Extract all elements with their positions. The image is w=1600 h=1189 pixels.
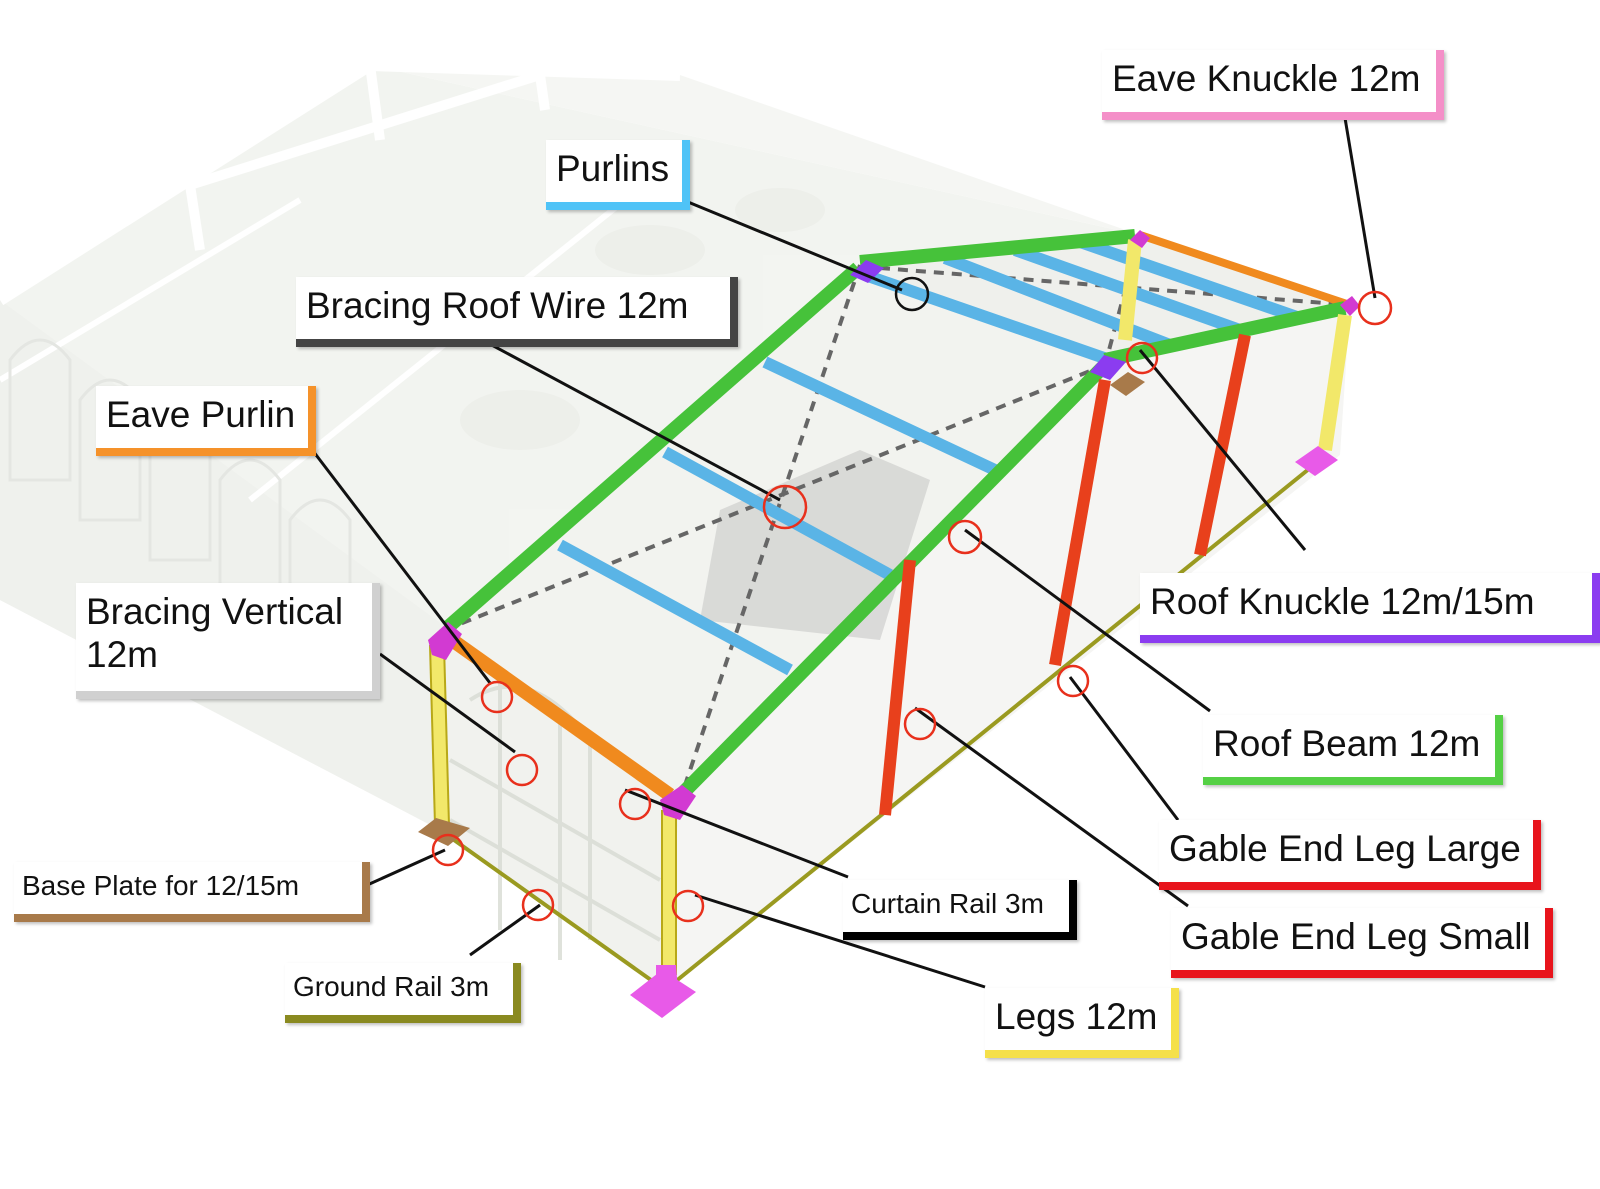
- callout-roof-knuckle: [1125, 341, 1159, 375]
- label-base-plate-text: Base Plate for 12/15m: [22, 870, 300, 901]
- base-plates: [418, 372, 1338, 1018]
- label-bracing-roof-wire-text: Bracing Roof Wire 12m: [306, 285, 689, 326]
- label-ground-rail-text: Ground Rail 3m: [293, 971, 490, 1002]
- label-legs: Legs 12m: [985, 988, 1179, 1058]
- knuckles: [428, 230, 1360, 820]
- label-ground-rail: Ground Rail 3m: [285, 963, 521, 1023]
- leg-outlines: [429, 644, 677, 975]
- label-gable-end-leg-large: Gable End Leg Large: [1159, 820, 1541, 890]
- label-eave-purlin: Eave Purlin: [96, 386, 316, 456]
- callout-roof-beam: [947, 519, 983, 555]
- label-eave-knuckle-text: Eave Knuckle 12m: [1112, 58, 1421, 99]
- label-purlins-text: Purlins: [556, 148, 670, 189]
- label-eave-knuckle: Eave Knuckle 12m: [1102, 50, 1444, 120]
- callout-bracing-vertical: [505, 753, 539, 787]
- callout-base-plate: [431, 833, 465, 867]
- label-bracing-vertical: Bracing Vertical 12m: [76, 583, 380, 699]
- callout-bracing-roof-wire: [762, 484, 808, 530]
- callout-circles: [431, 276, 1393, 923]
- label-gable-end-leg-small: Gable End Leg Small: [1171, 908, 1553, 978]
- label-roof-knuckle-text: Roof Knuckle 12m/15m: [1150, 581, 1535, 622]
- label-bracing-roof-wire: Bracing Roof Wire 12m: [296, 277, 738, 347]
- callout-eave-knuckle: [1357, 290, 1393, 326]
- callout-gable-end-leg-small: [903, 707, 937, 741]
- eave-purlin-rear: [1138, 231, 1352, 309]
- callout-legs: [671, 889, 705, 923]
- label-curtain-rail-text: Curtain Rail 3m: [851, 888, 1044, 919]
- label-legs-text: Legs 12m: [995, 996, 1158, 1037]
- label-roof-beam: Roof Beam 12m: [1203, 715, 1503, 785]
- label-curtain-rail: Curtain Rail 3m: [843, 880, 1077, 940]
- callout-gable-end-leg-large: [1056, 664, 1090, 698]
- label-eave-purlin-text: Eave Purlin: [106, 394, 296, 435]
- callout-ground-rail: [521, 888, 555, 922]
- label-base-plate: Base Plate for 12/15m: [14, 862, 370, 922]
- gable-end-legs: [879, 333, 1251, 816]
- roof-beams: [442, 229, 1347, 803]
- label-roof-beam-text: Roof Beam 12m: [1213, 723, 1481, 764]
- callout-eave-purlin: [480, 680, 514, 714]
- callout-purlins: [894, 276, 930, 312]
- label-bracing-vertical-text: Bracing Vertical 12m: [86, 591, 344, 675]
- label-gable-end-leg-large-text: Gable End Leg Large: [1169, 828, 1521, 869]
- label-roof-knuckle: Roof Knuckle 12m/15m: [1140, 573, 1600, 643]
- legs: [430, 239, 1352, 975]
- label-purlins: Purlins: [546, 140, 690, 210]
- label-gable-end-leg-small-text: Gable End Leg Small: [1181, 916, 1531, 957]
- leader-lines: [308, 117, 1377, 989]
- callout-curtain-rail: [618, 787, 652, 821]
- eave-purlin: [440, 629, 675, 801]
